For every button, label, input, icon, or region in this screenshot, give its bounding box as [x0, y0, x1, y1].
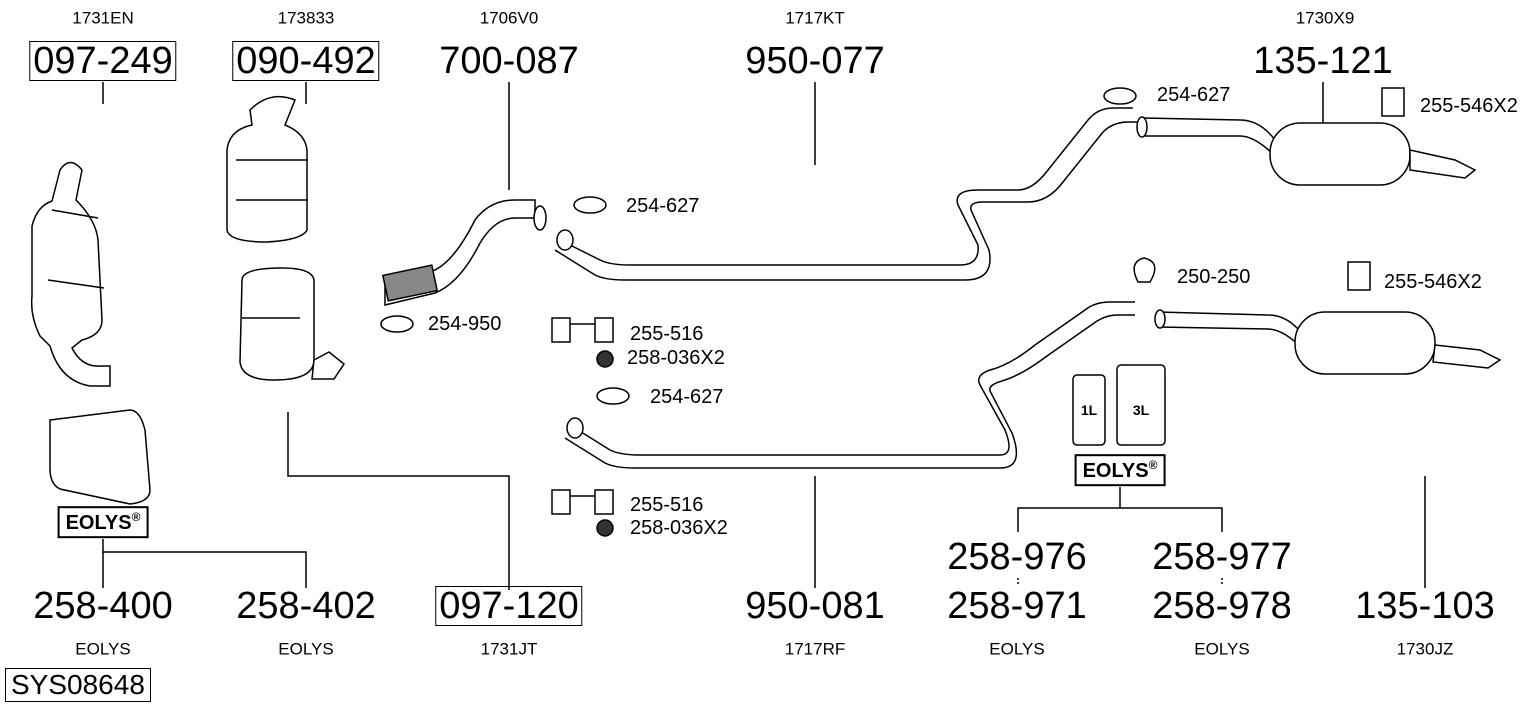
additive-cans-drawing — [1072, 364, 1166, 446]
eolys-badge: EOLYS® — [57, 506, 149, 538]
ref-label: EOLYS — [1194, 639, 1250, 659]
clamp-icons — [380, 87, 1156, 405]
ref-label: 1730X9 — [1295, 8, 1355, 28]
part-number-front-pipe[interactable]: 700-087 — [439, 40, 579, 82]
part-number-catalyst[interactable]: 097-249 — [29, 41, 177, 81]
accessory-clamp[interactable]: 250-250 — [1177, 266, 1251, 288]
ref-label: 1731JT — [480, 639, 538, 659]
eolys-badge-text: EOLYS — [1082, 459, 1149, 482]
rear-silencer-upper-drawing — [1136, 116, 1477, 186]
accessory-nut[interactable]: 258-036X2 — [630, 517, 728, 539]
accessory-hanger[interactable]: 255-546X2 — [1420, 95, 1518, 117]
front-pipe-drawing — [381, 199, 547, 306]
part-number[interactable]: 258-400 — [33, 585, 173, 627]
ref-label: 1731EN — [72, 8, 134, 28]
leader-lines — [102, 82, 1426, 590]
can-label-3l: 3L — [1132, 402, 1150, 418]
part-number-dpf[interactable]: 090-492 — [232, 41, 380, 81]
middle-pipe-lower-drawing — [564, 301, 1135, 469]
ref-label: EOLYS — [989, 639, 1045, 659]
hanger-icons — [551, 87, 1405, 515]
part-number-alt[interactable]: 258-977 — [1152, 536, 1292, 578]
rear-silencer-lower-drawing — [1154, 309, 1502, 375]
part-number[interactable]: 258-402 — [236, 585, 376, 627]
part-number-middle-pipe[interactable]: 950-077 — [745, 40, 885, 82]
part-number[interactable]: 950-081 — [745, 585, 885, 627]
part-number-alt[interactable]: 258-976 — [947, 536, 1087, 578]
eolys-badge: EOLYS® — [1074, 454, 1166, 486]
ref-label: 1717KT — [785, 8, 845, 28]
accessory-hanger[interactable]: 255-516 — [630, 323, 704, 345]
registered-mark: ® — [1148, 458, 1158, 473]
can-label-1l: 1L — [1080, 402, 1098, 418]
accessory-clamp[interactable]: 254-950 — [428, 313, 502, 335]
part-number[interactable]: 135-103 — [1355, 585, 1495, 627]
accessory-hanger[interactable]: 255-546X2 — [1384, 271, 1482, 293]
additive-bag-drawing — [49, 409, 151, 505]
accessory-clamp[interactable]: 254-627 — [626, 195, 700, 217]
ref-label: 1717RF — [784, 639, 846, 659]
accessory-clamp[interactable]: 254-627 — [650, 386, 724, 408]
system-code: SYS08648 — [5, 668, 151, 702]
part-number[interactable]: 097-120 — [435, 586, 583, 626]
registered-mark: ® — [131, 510, 141, 525]
ref-label: 1730JZ — [1396, 639, 1454, 659]
nut-icons — [596, 350, 614, 537]
part-number[interactable]: 258-971 — [947, 585, 1087, 627]
middle-pipe-upper-drawing — [554, 107, 1140, 281]
accessory-hanger[interactable]: 255-516 — [630, 494, 704, 516]
eolys-badge-text: EOLYS — [65, 511, 132, 534]
particulate-filter-drawing — [226, 95, 346, 381]
ref-label: 173833 — [277, 8, 335, 28]
ref-label: 1706V0 — [479, 8, 539, 28]
accessory-nut[interactable]: 258-036X2 — [627, 347, 725, 369]
part-number[interactable]: 258-978 — [1152, 585, 1292, 627]
catalyst-filter-drawing — [30, 161, 111, 387]
accessory-clamp[interactable]: 254-627 — [1157, 84, 1231, 106]
ref-label: EOLYS — [278, 639, 334, 659]
ref-label: EOLYS — [75, 639, 131, 659]
part-number-rear-silencer[interactable]: 135-121 — [1253, 40, 1393, 82]
